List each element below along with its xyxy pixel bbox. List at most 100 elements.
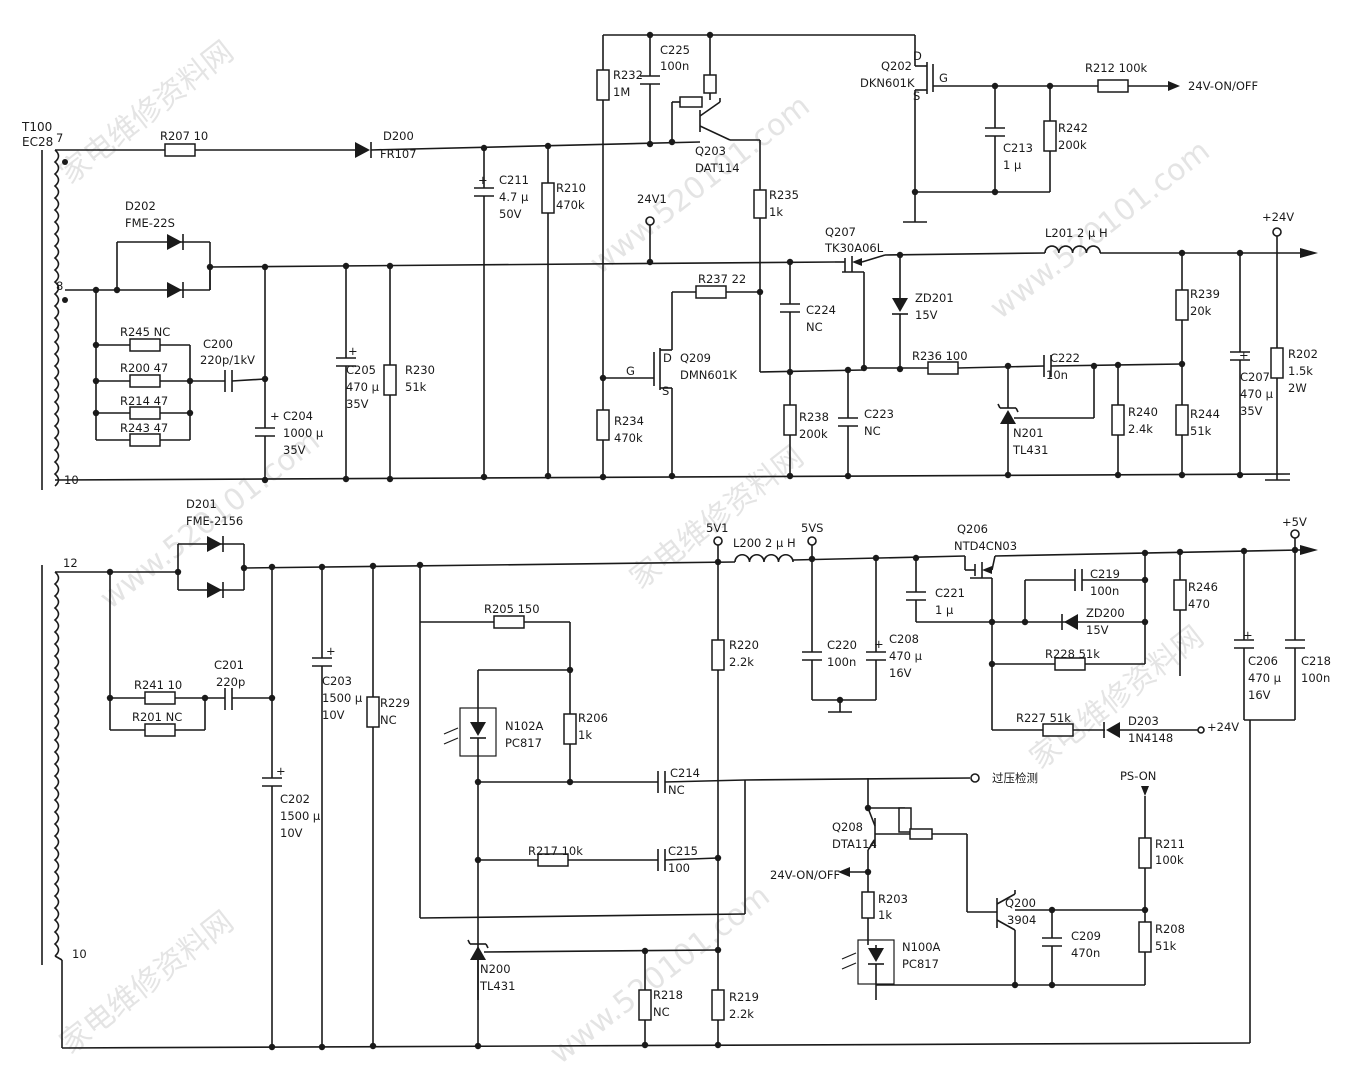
rail-24v-main: +24V: [209, 210, 1318, 268]
r205-label: R205 150: [484, 602, 540, 616]
q209-area: R237 22 G D S Q209 DMN601K R234 470k: [596, 272, 760, 478]
c208-voltage: 16V: [889, 666, 912, 680]
q209-gate-label: G: [626, 364, 635, 378]
n200-label: N200: [480, 962, 511, 976]
r229-label: R229: [380, 696, 410, 710]
q208-model: DTA114: [832, 837, 877, 851]
c218-label: C218: [1301, 654, 1331, 668]
c208-label: C208: [889, 632, 919, 646]
resistor-r205: [493, 615, 525, 629]
c222-label: C222: [1050, 351, 1080, 365]
c209-value: 470n: [1071, 946, 1100, 960]
diode-d202: D202 FME-22S: [65, 199, 211, 298]
feedback-5v: 过压检测 R205 150 N102A PC817 R206 1k C214 N…: [419, 562, 1038, 1046]
c206-value: 470 μ: [1248, 671, 1282, 685]
q208-label: Q208: [832, 820, 863, 834]
r218-value: NC: [653, 1005, 670, 1019]
c220-value: 100n: [827, 655, 856, 669]
n100a-label: N100A: [902, 940, 941, 954]
r208-label: R208: [1155, 922, 1185, 936]
ground-rail-bottom: [61, 999, 1251, 1049]
c211-plus: +: [478, 173, 488, 187]
d201-label: D201: [186, 497, 217, 511]
snubber-network-bottom: R241 10 R201 NC C201 220p: [109, 572, 272, 737]
r237-label: R237 22: [698, 272, 746, 286]
t100-label: T100: [21, 120, 52, 134]
r239-value: 20k: [1190, 304, 1212, 318]
c202-voltage: 10V: [280, 826, 303, 840]
capacitor-c202: + C202 1500 μ 10V: [262, 567, 321, 1047]
r202-power: 2W: [1288, 381, 1307, 395]
output-5v-caps-b: R246 470 + C206 470 μ 16V C218 100n: [1173, 550, 1331, 999]
d200-label: D200: [383, 129, 414, 143]
watermark-cn: 家电维修资料网: [53, 904, 240, 1061]
r235-label: R235: [769, 188, 799, 202]
q202-label: Q202: [881, 59, 912, 73]
c206-label: C206: [1248, 654, 1278, 668]
r243-label: R243 47: [120, 421, 168, 435]
l201-label: L201 2 μ H: [1045, 226, 1108, 240]
d203-model: 1N4148: [1128, 731, 1173, 745]
c203-plus: +: [326, 644, 336, 658]
c211-voltage: 50V: [499, 207, 522, 221]
r203-label: R203: [878, 892, 908, 906]
r232-value: 1M: [613, 85, 630, 99]
c205-plus: +: [348, 344, 358, 358]
net-5v1-label: 5V1: [706, 521, 729, 535]
net-overvoltage-label: 过压检测: [992, 771, 1038, 785]
c211-label: C211: [499, 173, 529, 187]
resistor-r236: [927, 361, 959, 375]
c215-value: 100: [668, 861, 690, 875]
capacitor-c203: + C203 1500 μ 10V: [312, 567, 363, 1047]
q202-source-label: S: [913, 89, 920, 103]
r206-label: R206: [578, 711, 608, 725]
d202-label: D202: [125, 199, 156, 213]
r219-label: R219: [729, 990, 759, 1004]
q202-area: Q202 DKN601K D G S R212 100k 24V-ON/OFF …: [710, 34, 1258, 223]
r211-value: 100k: [1155, 853, 1184, 867]
c205-voltage: 35V: [346, 397, 369, 411]
net-on-off-top-label: 24V-ON/OFF: [1188, 79, 1258, 93]
output-5v-caps-a: C220 100n + C208 470 μ 16V: [802, 558, 923, 713]
q202-model: DKN601K: [860, 76, 915, 90]
resistor-r229: R229 NC: [366, 566, 410, 1046]
l200-label: L200 2 μ H: [733, 536, 796, 550]
c213-value: 1 μ: [1003, 158, 1022, 172]
r203-value: 1k: [878, 908, 892, 922]
r220-label: R220: [729, 638, 759, 652]
resistor-r212: [1097, 79, 1129, 93]
resistor-r245: [129, 338, 161, 352]
q206-area: Q206 NTD4CN03 C221 1 μ C219 100n ZD200 1…: [906, 522, 1239, 745]
n201-model: TL431: [1012, 443, 1048, 457]
resistor-r230: R230 51k: [383, 265, 435, 478]
resistor-r218: [638, 989, 652, 1021]
c206-voltage: 16V: [1248, 688, 1271, 702]
resistor-r206: [563, 713, 577, 745]
junctions-bottom: [106, 546, 1299, 1051]
c211-value: 4.7 μ: [499, 190, 529, 204]
r208-value: 51k: [1155, 939, 1177, 953]
q202-gate-label: G: [939, 71, 948, 85]
r210-label: R210: [556, 181, 586, 195]
resistor-r238: [783, 404, 797, 436]
resistor-r240: [1111, 404, 1125, 436]
transformer-t100: T100 EC28 7 8 10: [21, 120, 79, 490]
resistor-r237: [695, 285, 727, 299]
n200-model: TL431: [479, 979, 515, 993]
resistor-r211: [1138, 837, 1152, 869]
resistor-r239: [1175, 289, 1189, 321]
resistor-r202: [1270, 347, 1284, 379]
r228-label: R228 51k: [1045, 647, 1100, 661]
r202-value: 1.5k: [1288, 364, 1313, 378]
c218-value: 100n: [1301, 671, 1330, 685]
c203-voltage: 10V: [322, 708, 345, 722]
r214-label: R214 47: [120, 394, 168, 408]
r207-label: R207 10: [160, 129, 208, 143]
n100a-model: PC817: [902, 957, 939, 971]
q209-model: DMN601K: [680, 368, 737, 382]
q206-label: Q206: [957, 522, 988, 536]
watermark-cn: 家电维修资料网: [623, 439, 810, 596]
c225-label: C225: [660, 43, 690, 57]
r212-label: R212 100k: [1085, 61, 1148, 75]
resistor-r246: [1173, 579, 1187, 611]
